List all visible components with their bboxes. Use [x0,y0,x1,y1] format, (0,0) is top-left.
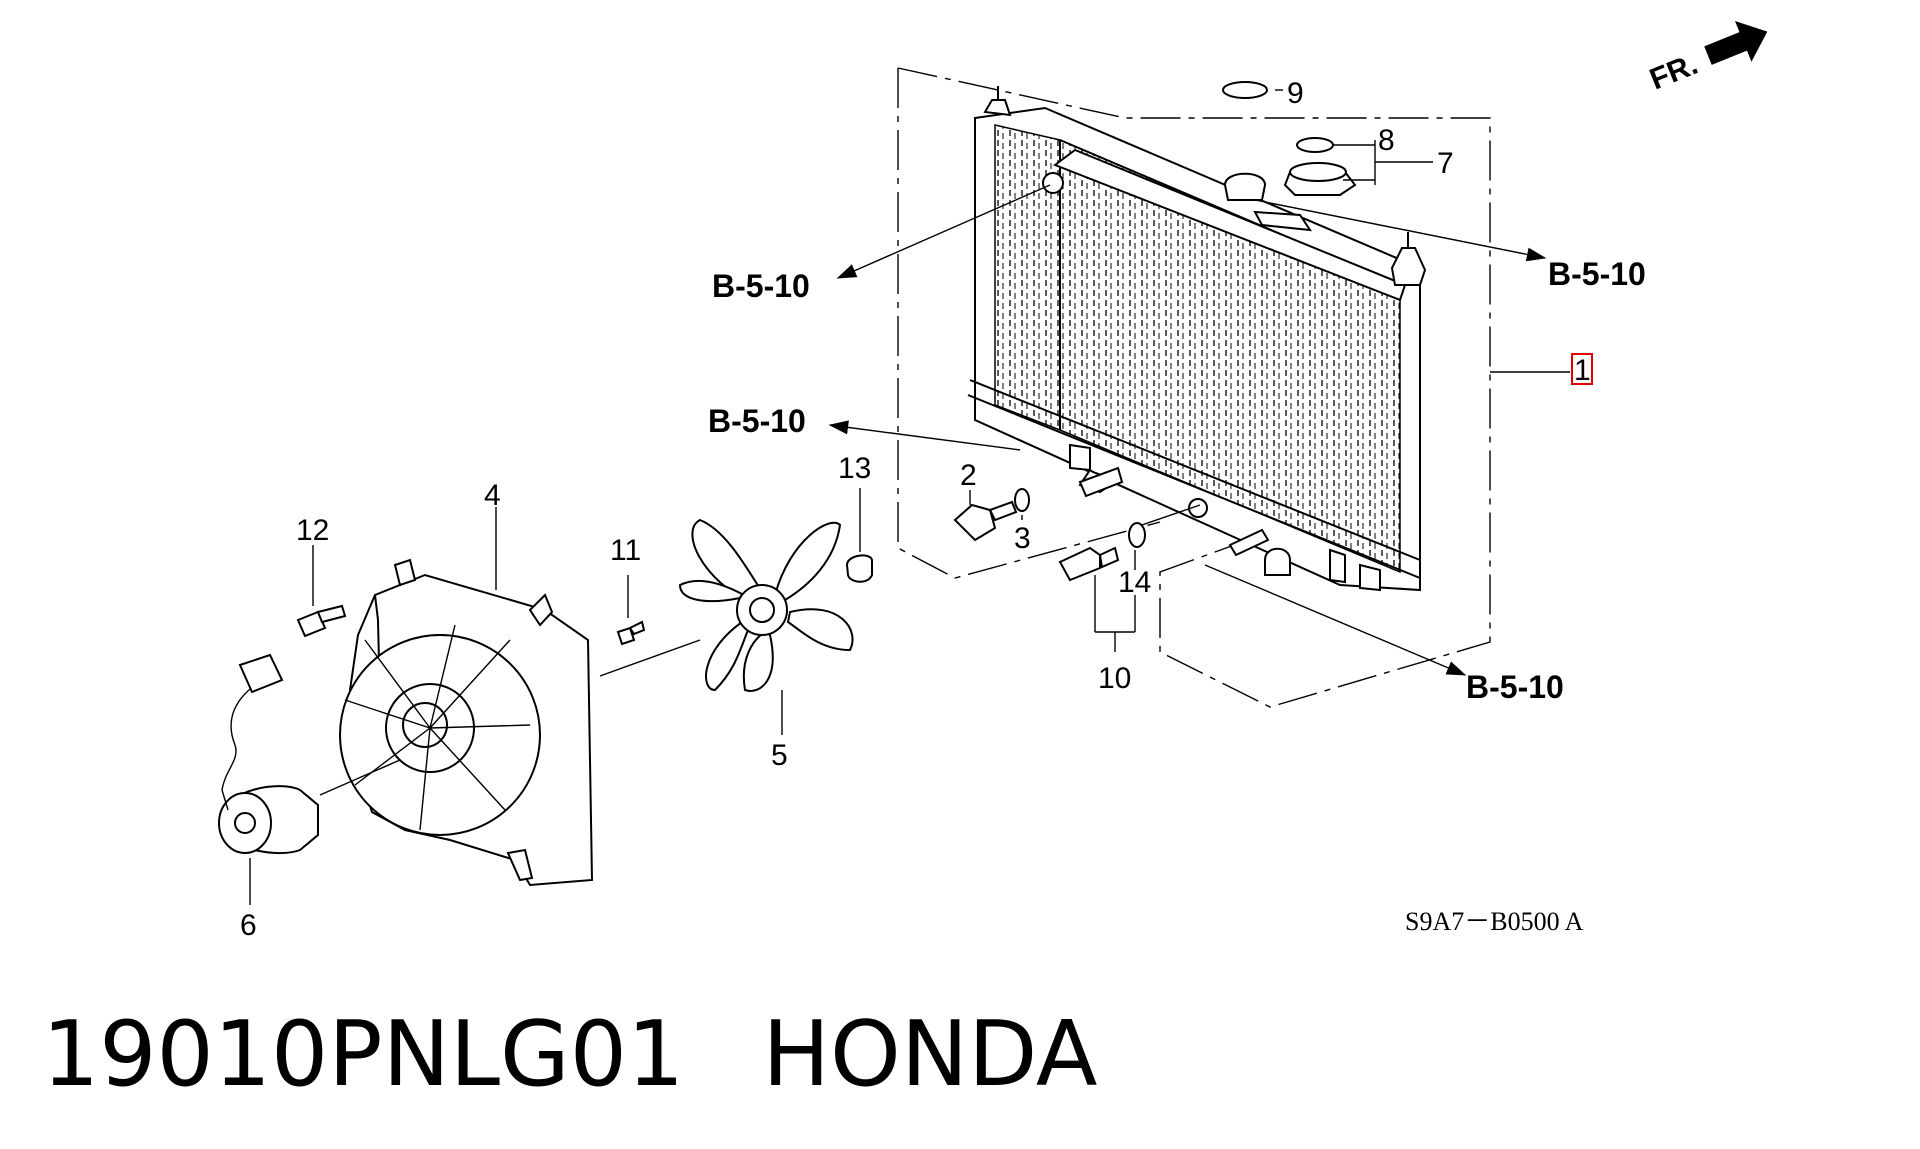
highlight-box [1571,353,1593,385]
assembly-boundary [897,67,1491,708]
front-direction-indicator: FR. [1645,21,1768,97]
callout-4[interactable]: 4 [484,479,501,512]
part-number: 19010PNLG01 [42,1002,685,1107]
front-label: FR. [1645,48,1702,97]
reference-b-5-10-upper-right[interactable]: B-5-10 [1548,256,1646,292]
callout-1[interactable]: 1 [1574,354,1591,387]
reference-b-5-10-lower-right[interactable]: B-5-10 [1466,669,1564,705]
drawing-code: S9A7－B0500 A [1405,907,1584,936]
fan-motor [218,653,319,854]
callout-3[interactable]: 3 [1014,522,1031,555]
callout-14[interactable]: 14 [1118,566,1151,599]
callout-11[interactable]: 11 [610,534,641,567]
callout-5[interactable]: 5 [771,739,788,772]
reference-b-5-10-mid-left[interactable]: B-5-10 [708,403,806,439]
callout-labels: 1 2 3 4 5 6 7 8 9 10 11 12 13 14 [240,77,1591,942]
callout-9[interactable]: 9 [1287,77,1304,110]
reference-b-5-10-upper-left[interactable]: B-5-10 [712,268,810,304]
callout-8[interactable]: 8 [1378,124,1395,157]
fan-blade [678,518,854,692]
fan-shroud [339,558,594,887]
front-arrow-icon [1704,21,1768,65]
callout-7[interactable]: 7 [1437,147,1454,180]
callout-2[interactable]: 2 [960,459,977,492]
radiator-cap-group [1222,81,1357,196]
small-hardware [296,488,1146,646]
callout-6[interactable]: 6 [240,909,257,942]
callout-13[interactable]: 13 [838,452,871,485]
callout-10[interactable]: 10 [1098,662,1131,695]
brand-name: HONDA [762,1002,1098,1107]
callout-12[interactable]: 12 [296,514,329,547]
reference-labels: B-5-10 B-5-10 B-5-10 B-5-10 [708,256,1646,705]
radiator-core [967,86,1427,592]
leader-lines [249,89,1570,905]
